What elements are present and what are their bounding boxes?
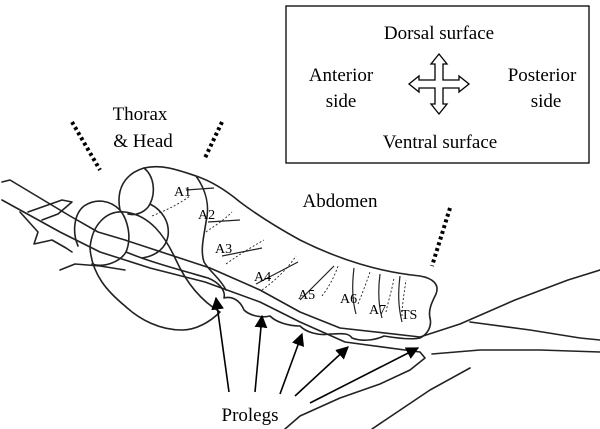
host-plant-branch [2,180,600,429]
orientation-legend: Dorsal surface Ventral surface Anterior … [286,6,589,163]
segment-label-a7: A7 [369,303,386,318]
proleg-arrow-4 [295,347,348,396]
thorax-lobe-1 [128,168,153,215]
segment-label-a2: A2 [198,208,215,223]
caterpillar-ventral-outline [126,252,431,340]
spiracle-line-7 [386,278,394,312]
segment-label-a3: A3 [215,242,232,257]
branch-right-edge [432,350,600,354]
twig-edge [470,322,600,340]
segment-labels: A1 A2 A3 A4 A5 A6 A7 TS [174,185,417,323]
dorsal-surface-label: Dorsal surface [384,23,494,44]
segment-label-a1: A1 [174,185,191,200]
segment-label-a4: A4 [254,270,271,285]
thorax-boundary-left [72,122,100,170]
proleg-arrows [216,298,418,403]
ventral-surface-label: Ventral surface [383,132,497,153]
leaf [90,212,220,330]
thorax-label: Thorax [113,104,168,125]
spiracle-line-6 [358,272,370,304]
twig-lower-edge [372,368,470,429]
branch-stub-top [28,200,72,220]
segment-label-a5: A5 [298,288,315,303]
anterior-side-label: side [326,91,357,112]
segment-label-ts: TS [401,308,417,323]
proleg-arrow-5 [310,348,418,403]
segment-label-a6: A6 [340,292,357,307]
proleg-arrow-3 [280,334,302,394]
prolegs-label: Prolegs [222,405,279,426]
branch-lower-edge [2,200,425,429]
abdomen-label: Abdomen [303,191,378,212]
thorax-boundary-right [204,122,222,160]
crease-a6 [353,268,356,314]
proleg-arrow-2 [255,316,262,392]
head-label: & Head [113,131,173,152]
posterior-label: Posterior [508,65,577,86]
anterior-label: Anterior [309,65,374,86]
proleg-arrow-1 [216,298,229,392]
abdomen-boundary [432,208,450,266]
posterior-side-label: side [531,91,562,112]
